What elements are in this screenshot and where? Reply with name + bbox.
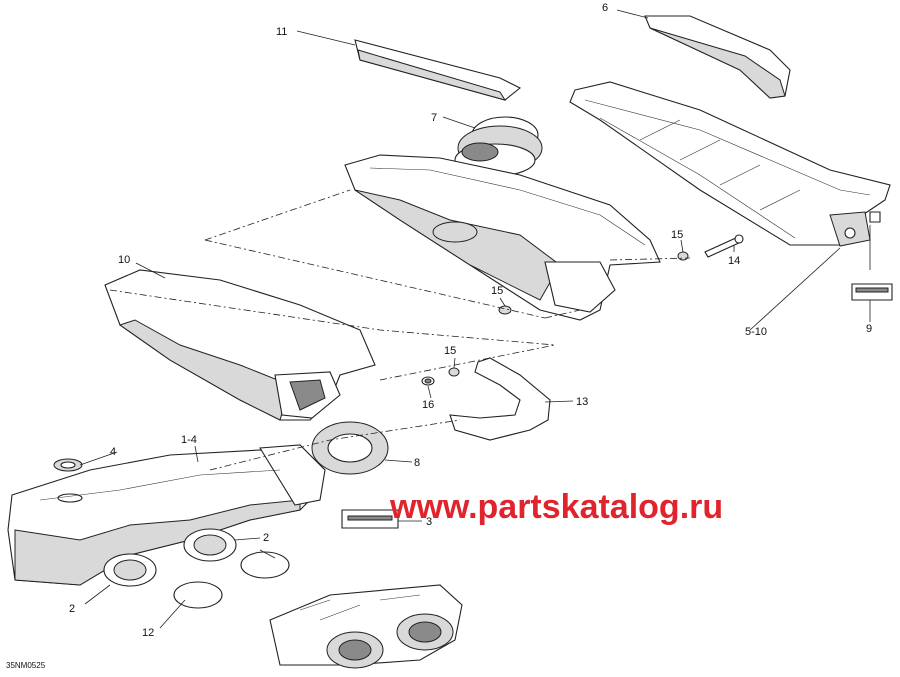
callout-11: 11 bbox=[276, 26, 287, 38]
callout-5-10: 5-10 bbox=[745, 326, 767, 338]
silencer-upper-body bbox=[344, 154, 661, 321]
watermark-text: www.partskatalog.ru bbox=[389, 488, 723, 526]
callout-4: 4 bbox=[110, 446, 116, 458]
part-4-grommet bbox=[53, 458, 83, 472]
callout-3: 3 bbox=[426, 516, 432, 528]
callout-15b: 15 bbox=[491, 285, 503, 297]
callout-16: 16 bbox=[422, 399, 434, 411]
part-2-clamps bbox=[173, 551, 290, 609]
callout-7: 7 bbox=[431, 112, 437, 124]
part-3-label bbox=[341, 509, 399, 529]
part-9-label bbox=[851, 283, 893, 301]
throttle-body-assembly bbox=[269, 584, 463, 669]
part-5-10-frame bbox=[569, 81, 891, 247]
callout-12: 12 bbox=[142, 627, 154, 639]
callout-1-4: 1-4 bbox=[181, 434, 197, 446]
callout-2b: 2 bbox=[263, 532, 269, 544]
part-7-boot bbox=[454, 116, 543, 177]
part-11-foam-strip bbox=[354, 39, 522, 101]
part-1-4-air-box bbox=[7, 444, 326, 587]
callout-9: 9 bbox=[866, 323, 872, 335]
alignment-lines bbox=[109, 189, 691, 471]
callout-2a: 2 bbox=[69, 603, 75, 615]
callout-10: 10 bbox=[118, 254, 130, 266]
part-6-foam-strip bbox=[644, 15, 791, 99]
hardware-washer-15b bbox=[498, 305, 512, 315]
callout-13: 13 bbox=[576, 396, 588, 408]
hardware-washer-15c bbox=[448, 367, 460, 377]
callout-14: 14 bbox=[728, 255, 740, 267]
leader-lines bbox=[79, 9, 871, 629]
callout-6: 6 bbox=[602, 2, 608, 14]
hardware-washer-15a bbox=[677, 251, 689, 261]
part-13-bracket bbox=[449, 357, 551, 441]
callout-labels: 11 6 7 10 15 14 15 15 16 13 8 3 1-4 4 2 … bbox=[69, 2, 872, 639]
callout-8: 8 bbox=[414, 457, 420, 469]
diagram-code: 35NM0525 bbox=[6, 661, 46, 670]
hardware-screw-14 bbox=[704, 234, 744, 258]
hardware-nut-16 bbox=[421, 376, 435, 386]
part-8-grommet bbox=[311, 421, 389, 475]
callout-15a: 15 bbox=[671, 229, 683, 241]
part-10-intake-cover bbox=[104, 269, 376, 421]
callout-15c: 15 bbox=[444, 345, 456, 357]
